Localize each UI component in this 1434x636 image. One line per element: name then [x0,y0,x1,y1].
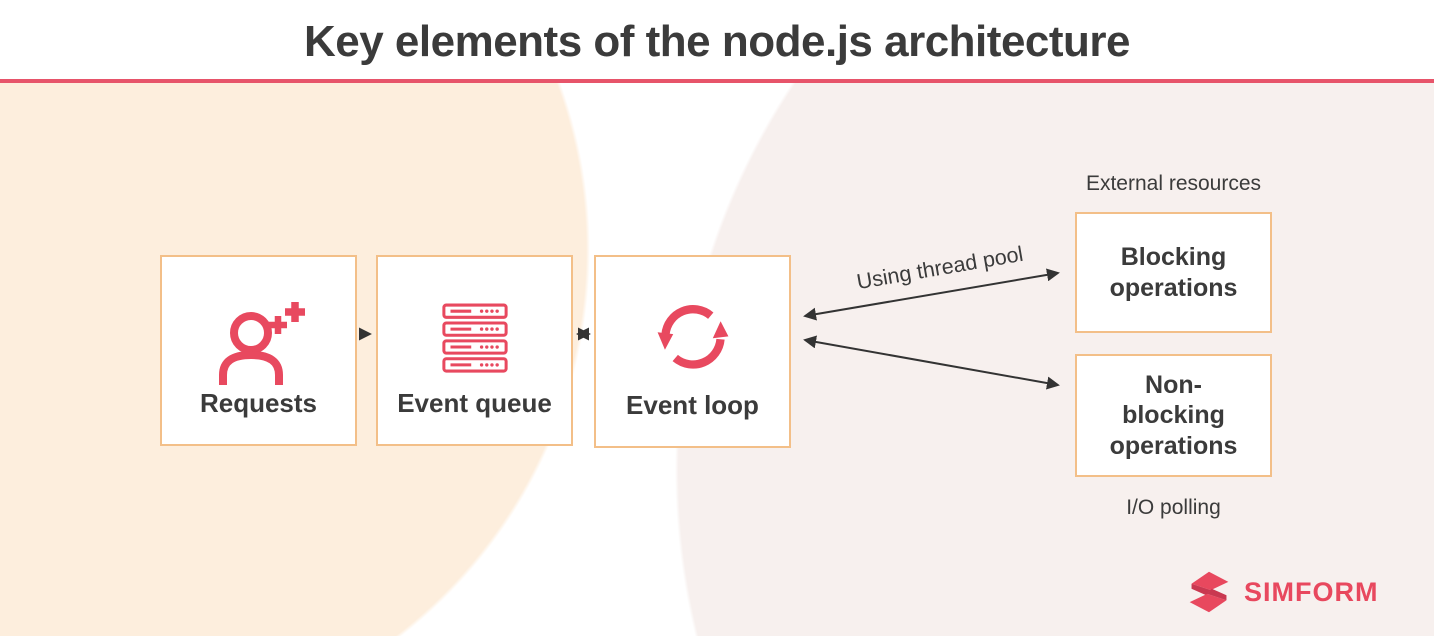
node-label: Event queue [397,388,552,419]
node-event-loop: Event loop [594,255,791,448]
caption-external-resources: External resources [1085,172,1262,195]
title-divider-line [0,79,1434,83]
brand-footer: SIMFORM [1183,569,1379,615]
brand-name: SIMFORM [1244,576,1379,607]
simform-logo-icon [1183,569,1235,615]
node-requests: Requests [160,255,357,446]
node-label: Requests [199,388,318,419]
node-label: Non-blocking operations [1109,370,1238,460]
page-title: Key elements of the node.js architecture [303,17,1131,66]
caption-io-polling: I/O polling [1126,496,1221,519]
server-stack-icon [441,303,508,375]
sync-arrows-icon [647,289,739,381]
node-event-queue: Event queue [376,255,573,446]
node-blocking-operations: Blocking operations [1075,212,1272,333]
user-add-icon [211,301,307,389]
node-non-blocking-operations: Non-blocking operations [1075,354,1272,477]
node-label: Blocking operations [1109,243,1238,302]
node-label: Event loop [626,390,759,421]
